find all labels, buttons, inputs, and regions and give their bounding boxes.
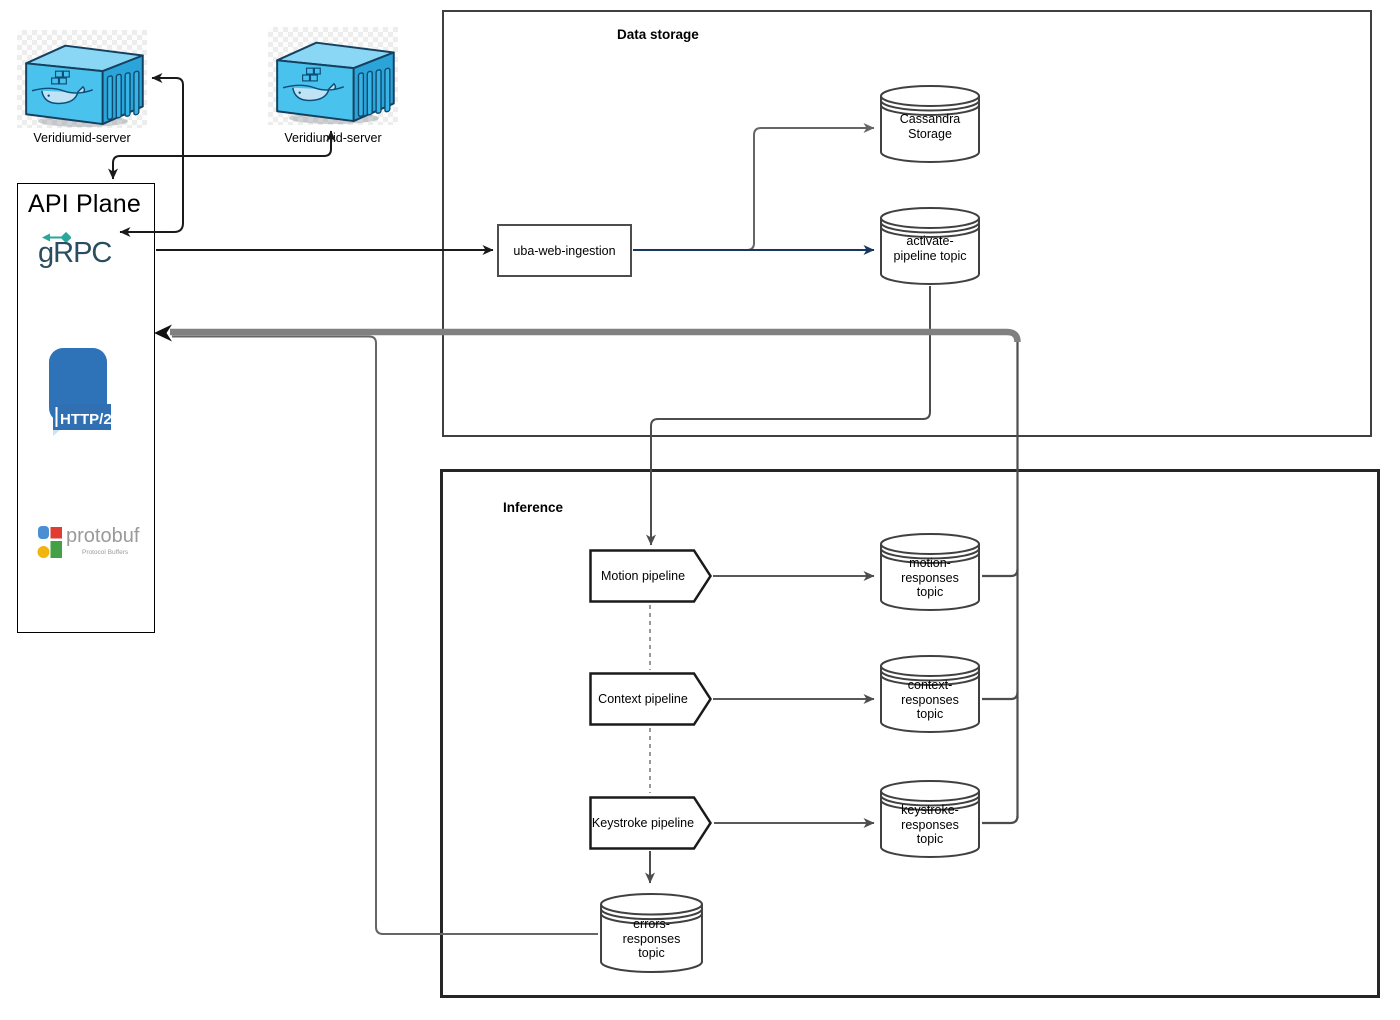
docker-container-icon [25,44,144,128]
inference-title: Inference [503,500,564,515]
context-responses-topic-node: context- responses topic [880,655,980,733]
errors-responses-topic-node: errors- responses topic [600,893,703,973]
motion-topic-label: motion- [909,556,951,570]
grpc-logo: gRPC [38,237,112,269]
context-pipeline-label: Context pipeline [598,692,688,706]
docker-container-1-tile [17,30,147,128]
keystroke-pipeline-label: Keystroke pipeline [591,816,695,830]
data-storage-title: Data storage [617,27,699,42]
errors-topic-label: errors- [633,917,670,931]
docker-container-2-tile [268,27,398,125]
thick-arrowhead [154,324,172,342]
uba-web-ingestion-label: uba-web-ingestion [513,243,616,258]
container-1-label: Veridiumid-server [33,131,131,145]
activate-pipeline-topic-node: activate- pipeline topic [880,207,980,285]
container-2-label: Veridiumid-server [284,131,382,145]
motion-responses-topic-node: motion- responses topic [880,533,980,611]
activate-topic-label: activate- [906,234,954,248]
motion-pipeline-node: Motion pipeline [589,549,713,603]
http2-icon: HTTP/2 [49,348,112,436]
keystroke-responses-topic-node: keystroke- responses topic [880,780,980,858]
http2-label: HTTP/2 [60,411,112,428]
keystroke-pipeline-node: Keystroke pipeline [589,796,713,850]
protobuf-sublabel: Protocol Buffers [82,549,129,556]
uba-web-ingestion-node: uba-web-ingestion [497,224,632,277]
api-plane-title: API Plane [28,190,141,218]
motion-pipeline-label: Motion pipeline [600,569,686,583]
docker-container-icon [276,41,395,125]
cassandra-storage-node: Cassandra Storage [880,85,980,163]
context-pipeline-node: Context pipeline [589,672,713,726]
keystroke-topic-label: keystroke- [901,803,959,817]
cassandra-label: Cassandra [899,112,961,126]
protobuf-icon [37,526,62,558]
context-topic-label: context- [907,678,953,692]
protobuf-logo: protobuf [66,525,140,547]
docker-whale-icon [282,67,345,102]
grpc-arrow-icon [42,231,71,244]
docker-whale-icon [31,70,94,105]
